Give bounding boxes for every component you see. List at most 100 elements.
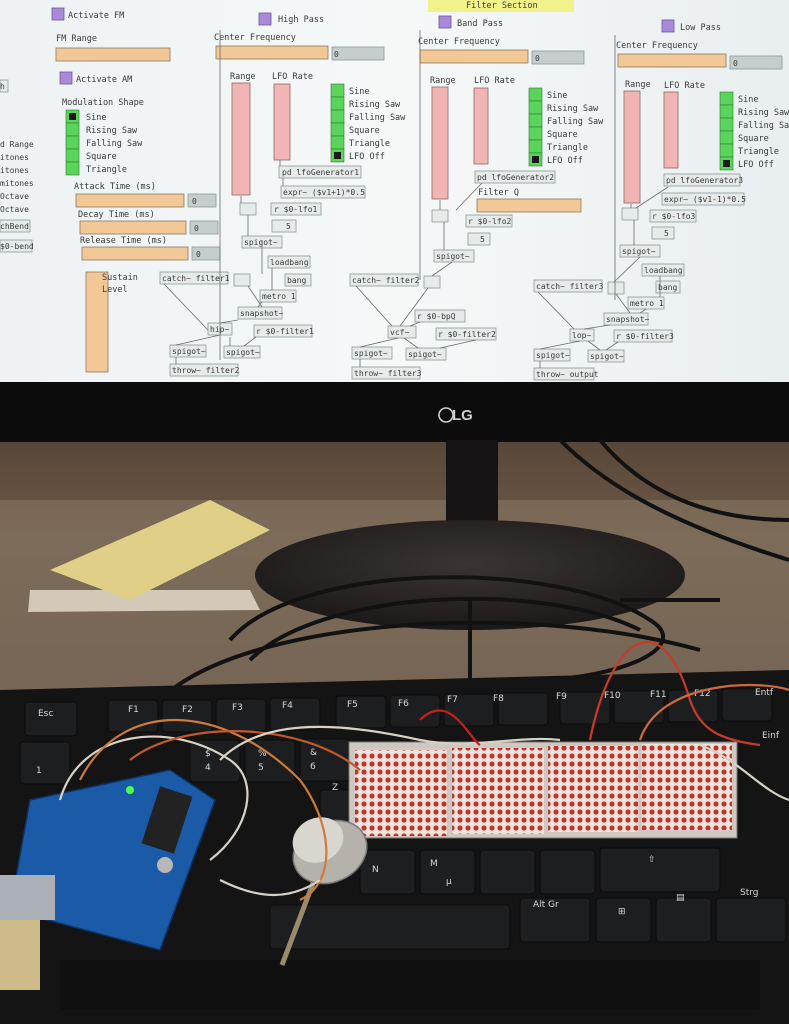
filter-q-slider[interactable] bbox=[476, 198, 582, 213]
msg-5-lp[interactable] bbox=[651, 226, 675, 240]
key-f2[interactable] bbox=[161, 699, 213, 733]
key-esc[interactable] bbox=[24, 701, 78, 737]
modulation-shape-radio[interactable] bbox=[65, 109, 80, 176]
key-period[interactable] bbox=[539, 849, 596, 895]
bang-lp[interactable] bbox=[655, 280, 681, 294]
spigot-bp[interactable] bbox=[433, 249, 475, 263]
key-f9[interactable] bbox=[559, 691, 611, 725]
spigot-bp-a-text: spigot~ bbox=[354, 349, 388, 358]
activate-am-toggle[interactable] bbox=[59, 71, 73, 85]
key-altgr[interactable] bbox=[519, 897, 591, 943]
spigot-bp-b[interactable] bbox=[405, 347, 447, 361]
key-space[interactable] bbox=[269, 904, 511, 950]
attack-slider[interactable] bbox=[75, 193, 185, 208]
highpass-range-slider[interactable] bbox=[231, 82, 251, 196]
key-f8[interactable] bbox=[497, 692, 549, 726]
throw-filter3[interactable] bbox=[351, 366, 421, 380]
key-strg[interactable] bbox=[715, 897, 787, 943]
bandpass-cf-number[interactable] bbox=[531, 50, 585, 65]
catch-filter3[interactable] bbox=[533, 279, 603, 293]
msg-5-bp[interactable] bbox=[467, 232, 491, 246]
metro-lp-text: metro 1 bbox=[630, 299, 664, 308]
lowpass-lfo-slider[interactable] bbox=[663, 91, 679, 169]
sustain-slider[interactable] bbox=[85, 271, 109, 373]
bandpass-lfo-slider[interactable] bbox=[473, 87, 489, 165]
shape-option: Sine bbox=[547, 91, 567, 101]
decay-number[interactable] bbox=[189, 220, 219, 235]
highpass-toggle[interactable] bbox=[258, 12, 272, 26]
lowpass-range-label: Range bbox=[625, 80, 651, 90]
receive-lfo2[interactable] bbox=[465, 214, 513, 228]
receive-lfo3[interactable] bbox=[649, 209, 697, 223]
key-f12[interactable] bbox=[721, 688, 773, 722]
receive-filter1[interactable] bbox=[253, 324, 313, 338]
loadbang-hp[interactable] bbox=[267, 255, 311, 269]
key-shift-right[interactable] bbox=[599, 847, 721, 893]
snapshot-hp[interactable] bbox=[237, 306, 283, 320]
highpass-lfo-shape-radio[interactable] bbox=[330, 83, 345, 163]
expr-object-3[interactable] bbox=[661, 192, 745, 206]
key-windows[interactable] bbox=[595, 897, 652, 943]
lowpass-cf-number[interactable] bbox=[729, 55, 783, 70]
expr-object-1[interactable] bbox=[280, 185, 366, 199]
lowpass-cf-slider[interactable] bbox=[617, 53, 727, 68]
msg-5-hp[interactable] bbox=[271, 219, 297, 233]
mult-object-1[interactable] bbox=[239, 202, 257, 216]
key-f5-label: F5 bbox=[347, 700, 358, 710]
key-menu[interactable] bbox=[655, 897, 712, 943]
decay-slider[interactable] bbox=[79, 220, 187, 235]
lfo-generator-1[interactable] bbox=[278, 165, 362, 179]
lowpass-toggle[interactable] bbox=[661, 19, 675, 33]
catch-filter1[interactable] bbox=[159, 271, 229, 285]
spigot-hp-b[interactable] bbox=[223, 345, 261, 359]
mult-object-3[interactable] bbox=[621, 207, 639, 221]
shape-option: Sine bbox=[86, 113, 106, 123]
bang-hp[interactable] bbox=[284, 273, 312, 287]
throw-output-text: throw~ output bbox=[536, 370, 599, 379]
throw-filter2[interactable] bbox=[169, 363, 239, 377]
key-n[interactable] bbox=[359, 849, 416, 895]
bandpass-cf-slider[interactable] bbox=[419, 49, 529, 64]
lop-object[interactable] bbox=[569, 328, 595, 342]
fm-range-slider[interactable] bbox=[55, 47, 171, 62]
spigot-hp-a[interactable] bbox=[169, 344, 207, 358]
spigot-bp-a[interactable] bbox=[351, 346, 393, 360]
key-1[interactable] bbox=[19, 741, 71, 785]
mult-object-2[interactable] bbox=[431, 209, 449, 223]
receive-lfo1[interactable] bbox=[270, 202, 322, 216]
receive-filter2[interactable] bbox=[435, 327, 497, 341]
highpass-cf-number[interactable] bbox=[331, 46, 385, 61]
bandpass-range-slider[interactable] bbox=[431, 86, 449, 200]
receive-bpq[interactable] bbox=[414, 309, 466, 323]
vcf-object[interactable] bbox=[387, 325, 417, 339]
release-slider[interactable] bbox=[81, 246, 189, 261]
bandpass-toggle[interactable] bbox=[438, 15, 452, 29]
spigot-lp-a[interactable] bbox=[533, 348, 571, 362]
key-f4[interactable] bbox=[269, 697, 321, 731]
key-comma[interactable] bbox=[479, 849, 536, 895]
lowpass-lfo-shape-radio[interactable] bbox=[719, 91, 734, 171]
key-4[interactable] bbox=[189, 739, 241, 783]
catch-filter2[interactable] bbox=[349, 273, 419, 287]
add-object-hp[interactable] bbox=[233, 273, 251, 287]
metro-hp[interactable] bbox=[259, 289, 297, 303]
activate-fm-toggle[interactable] bbox=[51, 7, 65, 21]
key-6[interactable] bbox=[299, 738, 351, 782]
highpass-cf-slider[interactable] bbox=[215, 45, 329, 60]
add-object-bp[interactable] bbox=[423, 275, 441, 289]
throw-output[interactable] bbox=[533, 367, 595, 381]
bandpass-lfo-shape-radio[interactable] bbox=[528, 87, 543, 167]
lowpass-range-slider[interactable] bbox=[623, 90, 641, 204]
attack-number[interactable] bbox=[187, 193, 217, 208]
key-f5[interactable] bbox=[335, 695, 387, 729]
lfo-generator-2[interactable] bbox=[474, 170, 556, 184]
key-5[interactable] bbox=[244, 739, 296, 783]
snapshot-lp[interactable] bbox=[603, 312, 649, 326]
key-m[interactable] bbox=[419, 849, 476, 895]
loadbang-lp[interactable] bbox=[641, 263, 685, 277]
lfo-generator-3-text: pd lfoGenerator3 bbox=[666, 176, 743, 185]
lfo-generator-3[interactable] bbox=[663, 173, 741, 187]
receive-filter3[interactable] bbox=[613, 329, 673, 343]
add-object-lp[interactable] bbox=[607, 281, 625, 295]
highpass-lfo-slider[interactable] bbox=[273, 83, 291, 161]
